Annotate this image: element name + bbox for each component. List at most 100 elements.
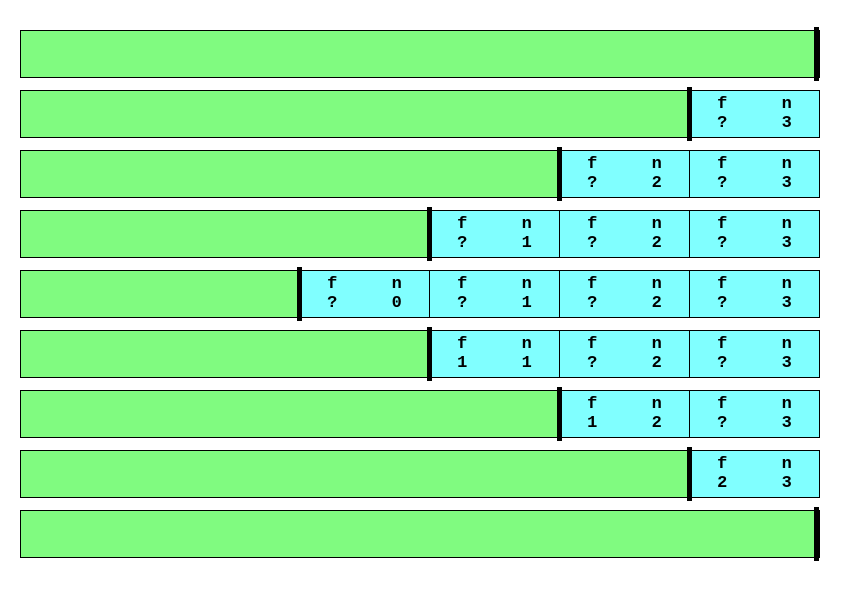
stack-row	[20, 27, 820, 81]
frame-f-label: f	[327, 275, 338, 294]
frame-f-label: f	[587, 395, 598, 414]
frame-f-value: ?	[717, 354, 728, 373]
frame-f-label: f	[587, 335, 598, 354]
frame-f-label: f	[717, 95, 728, 114]
frame-n-label: n	[781, 455, 792, 474]
frame-f-value: ?	[587, 294, 598, 313]
frame-n-label: n	[651, 395, 662, 414]
frame-f-value: ?	[327, 294, 338, 313]
stack-row: f n ? 2 f n ? 3	[20, 147, 820, 201]
frame-f-value: 1	[457, 354, 468, 373]
frame-n-value: 3	[781, 114, 792, 133]
frame-f-label: f	[717, 215, 728, 234]
frame-n-value: 3	[781, 354, 792, 373]
frame-n-value: 2	[651, 294, 662, 313]
frame-n-value: 3	[781, 234, 792, 253]
stack-row: f n 1 1 f n ? 2 f n ? 3	[20, 327, 820, 381]
stack-pointer-marker	[557, 147, 562, 201]
stack-pointer-marker	[427, 327, 432, 381]
frame-f-value: ?	[717, 234, 728, 253]
frame-f-label: f	[457, 335, 468, 354]
frame-n-value: 1	[521, 294, 532, 313]
frame-n-label: n	[521, 215, 532, 234]
stack-frame: f n 2 3	[689, 451, 819, 497]
stack-row: f n ? 3	[20, 87, 820, 141]
frame-f-label: f	[717, 335, 728, 354]
frame-f-value: ?	[717, 114, 728, 133]
frame-n-label: n	[651, 215, 662, 234]
frame-f-label: f	[717, 455, 728, 474]
frame-n-label: n	[781, 95, 792, 114]
stack-row: f n ? 0 f n ? 1 f n ? 2 f n ? 3	[20, 267, 820, 321]
stack-pointer-marker	[814, 27, 819, 81]
bar-green-segment	[21, 31, 819, 77]
frame-n-label: n	[391, 275, 402, 294]
frame-f-label: f	[587, 155, 598, 174]
frame-n-value: 3	[781, 294, 792, 313]
stack-row	[20, 507, 820, 561]
frame-n-value: 3	[781, 174, 792, 193]
frame-f-label: f	[717, 155, 728, 174]
stack-pointer-marker	[814, 507, 819, 561]
stack-frame: f n 1 2	[559, 391, 689, 437]
frame-n-value: 3	[781, 414, 792, 433]
stack-frame: f n ? 3	[689, 391, 819, 437]
frame-f-label: f	[457, 275, 468, 294]
stack-frame: f n ? 0	[299, 271, 429, 317]
stack-frame: f n ? 2	[559, 211, 689, 257]
stack-frame: f n ? 2	[559, 151, 689, 197]
frame-f-label: f	[717, 395, 728, 414]
frame-n-value: 0	[391, 294, 402, 313]
bar-green-segment	[21, 91, 689, 137]
frame-n-label: n	[651, 275, 662, 294]
bar-green-segment	[21, 451, 689, 497]
frame-f-label: f	[587, 275, 598, 294]
stack-pointer-marker	[687, 87, 692, 141]
stack-row: f n 2 3	[20, 447, 820, 501]
frame-n-label: n	[781, 215, 792, 234]
stack-pointer-marker	[687, 447, 692, 501]
frame-n-label: n	[781, 395, 792, 414]
frame-f-value: 1	[587, 414, 598, 433]
frame-f-value: ?	[587, 354, 598, 373]
stack-frame: f n ? 1	[429, 211, 559, 257]
frame-n-value: 2	[651, 174, 662, 193]
frame-f-value: ?	[717, 414, 728, 433]
frame-n-label: n	[521, 275, 532, 294]
frame-n-value: 2	[651, 414, 662, 433]
frame-f-label: f	[717, 275, 728, 294]
frame-n-label: n	[781, 155, 792, 174]
bar-green-segment	[21, 391, 559, 437]
frame-n-label: n	[781, 335, 792, 354]
bar-green-segment	[21, 511, 819, 557]
frame-n-value: 2	[651, 234, 662, 253]
stack-frame: f n ? 1	[429, 271, 559, 317]
stack-frame: f n ? 2	[559, 271, 689, 317]
stack-row: f n 1 2 f n ? 3	[20, 387, 820, 441]
bar-green-segment	[21, 271, 299, 317]
stack-pointer-marker	[557, 387, 562, 441]
frame-n-value: 1	[521, 234, 532, 253]
frame-f-value: ?	[587, 174, 598, 193]
stack-frame: f n ? 3	[689, 91, 819, 137]
frame-f-value: ?	[717, 174, 728, 193]
stack-frame: f n ? 3	[689, 331, 819, 377]
frame-f-value: ?	[457, 294, 468, 313]
frame-n-value: 3	[781, 474, 792, 493]
frame-n-label: n	[521, 335, 532, 354]
frame-f-value: 2	[717, 474, 728, 493]
frame-n-value: 2	[651, 354, 662, 373]
frame-f-value: ?	[457, 234, 468, 253]
frame-n-value: 1	[521, 354, 532, 373]
stack-frame: f n ? 2	[559, 331, 689, 377]
frame-n-label: n	[781, 275, 792, 294]
stack-pointer-marker	[427, 207, 432, 261]
frame-n-label: n	[651, 335, 662, 354]
stack-frame: f n ? 3	[689, 271, 819, 317]
frame-f-value: ?	[717, 294, 728, 313]
frame-f-label: f	[457, 215, 468, 234]
stack-pointer-marker	[297, 267, 302, 321]
stack-frame: f n 1 1	[429, 331, 559, 377]
frame-f-label: f	[587, 215, 598, 234]
